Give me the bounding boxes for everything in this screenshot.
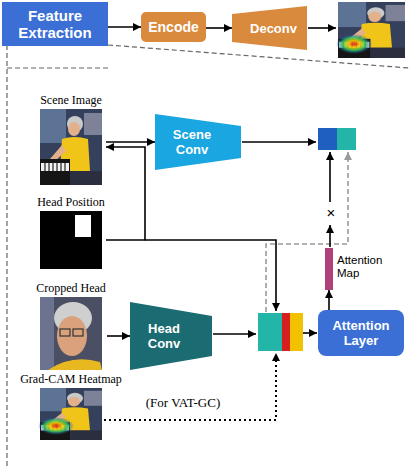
image-caption: Cropped Head bbox=[35, 281, 107, 295]
deconv-trapezoid: Deconv bbox=[232, 6, 307, 50]
module-box: Encode bbox=[141, 12, 206, 42]
head-location bbox=[75, 215, 91, 237]
scene-feature bbox=[318, 128, 337, 150]
zoom-line bbox=[6, 45, 7, 466]
block-label: Encode bbox=[148, 19, 199, 35]
image-panel: Cropped Head bbox=[35, 281, 107, 370]
attention-map: Attention Map bbox=[325, 248, 405, 290]
operator-symbol: × bbox=[321, 204, 341, 222]
gradcam-heatmap-image bbox=[38, 388, 102, 440]
arrow-line bbox=[213, 333, 256, 335]
image-caption: Head Position bbox=[36, 195, 106, 209]
heat-blob bbox=[38, 417, 74, 435]
arrow-line bbox=[329, 152, 331, 202]
shirt bbox=[48, 359, 102, 370]
flow-arrow bbox=[107, 335, 130, 337]
photo-shelf bbox=[40, 297, 54, 370]
arrow-line bbox=[145, 240, 276, 311]
trapezoid-shape bbox=[155, 114, 241, 170]
mask-ground bbox=[40, 211, 102, 269]
conv-trapezoid: Head Conv bbox=[130, 302, 212, 370]
glasses bbox=[60, 329, 70, 336]
module-box: Attention Layer bbox=[318, 310, 404, 356]
flow-arrow bbox=[106, 147, 145, 240]
image-panel: Grad-CAM Heatmap bbox=[19, 372, 123, 440]
head-position-mask bbox=[40, 211, 102, 269]
module-box: Feature Extraction bbox=[2, 2, 108, 46]
zoom-region bbox=[7, 45, 409, 466]
arrow-line bbox=[303, 332, 317, 334]
image-panel: Scene Image bbox=[36, 93, 106, 185]
scene-feature bbox=[337, 128, 356, 150]
output-heatmap-image bbox=[336, 2, 405, 58]
arrow-line bbox=[242, 141, 316, 143]
block-label: Attention Layer bbox=[324, 318, 398, 348]
flow-arrow bbox=[108, 26, 141, 28]
flow-arrow bbox=[206, 27, 232, 29]
attention-map-bar bbox=[325, 248, 333, 290]
flow-arrow bbox=[106, 141, 155, 143]
head-feature bbox=[258, 313, 282, 351]
dotted-arrow bbox=[104, 353, 276, 420]
image-caption: Grad-CAM Heatmap bbox=[19, 372, 123, 386]
block-label: Deconv bbox=[250, 21, 297, 36]
head-feature bbox=[290, 313, 303, 351]
trapezoid-shape bbox=[232, 6, 307, 50]
block-label: Scene Conv bbox=[159, 127, 225, 157]
trapezoid-shape bbox=[130, 302, 212, 370]
map-label: Attention Map bbox=[337, 248, 405, 280]
cropped-head-photo bbox=[40, 297, 102, 370]
note-label: (For VAT-GC) bbox=[126, 395, 240, 411]
note-label: (For VAT-GC) bbox=[126, 395, 240, 411]
head-feature bbox=[282, 313, 290, 351]
image-panel: Head Position bbox=[36, 195, 106, 269]
arrow-line bbox=[329, 225, 331, 247]
arrow-line bbox=[308, 27, 336, 29]
glasses bbox=[73, 329, 83, 336]
zoom-line bbox=[7, 67, 108, 68]
dashed-arrow bbox=[266, 152, 348, 312]
operator-symbol: × bbox=[321, 204, 341, 222]
scene-photo bbox=[40, 109, 102, 185]
photo-ground bbox=[40, 297, 102, 370]
conv-trapezoid: Scene Conv bbox=[155, 114, 241, 170]
block-label: Feature Extraction bbox=[8, 7, 102, 41]
block-label: Head Conv bbox=[134, 321, 194, 351]
heat-blob bbox=[336, 34, 372, 54]
image-caption: Scene Image bbox=[36, 93, 106, 107]
flow-arrow bbox=[328, 290, 330, 310]
face bbox=[57, 316, 87, 356]
